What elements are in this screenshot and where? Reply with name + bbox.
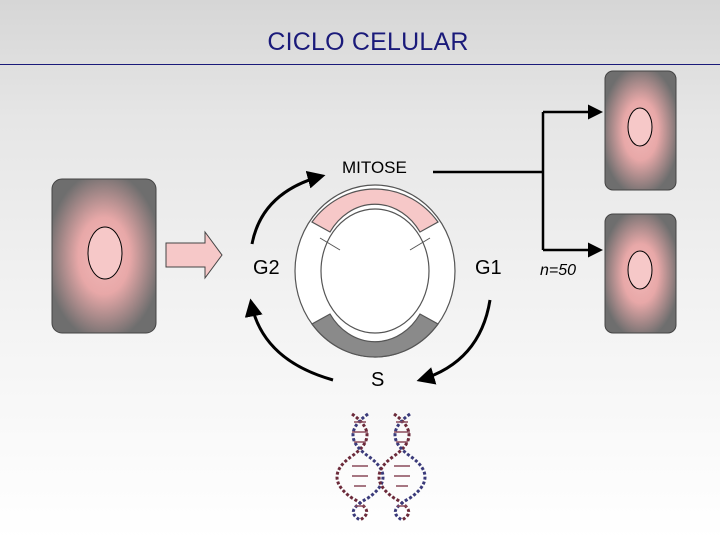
phase-label-mitose: MITOSE xyxy=(342,158,407,177)
division-bracket xyxy=(433,104,603,258)
daughter-cell-top xyxy=(604,70,677,191)
parent-cell xyxy=(51,178,157,334)
block-arrow xyxy=(165,230,223,280)
dna-helix-left xyxy=(335,412,385,522)
phase-label-g2: G2 xyxy=(253,257,280,279)
divider-line xyxy=(409,237,431,251)
parent-nucleus xyxy=(87,226,123,280)
daughter-cell-bottom xyxy=(604,213,677,334)
cycle-ring xyxy=(294,184,456,358)
s-segment xyxy=(311,313,439,358)
page-title: CICLO CELULAR xyxy=(267,28,469,56)
arrow-g2-to-mitose xyxy=(250,171,326,245)
daughter-nucleus xyxy=(627,250,653,290)
arrow-g1-to-s xyxy=(416,299,492,385)
dna-helix-right xyxy=(377,412,427,522)
phase-label-s: S xyxy=(371,369,385,391)
divider-line xyxy=(319,237,341,251)
daughter-nucleus xyxy=(627,107,653,147)
daughter-count-label: n=50 xyxy=(540,262,577,279)
arrow-s-to-g2 xyxy=(244,298,334,382)
phase-label-g1: G1 xyxy=(475,257,502,279)
title-divider xyxy=(0,64,720,65)
mitose-segment xyxy=(311,188,439,233)
